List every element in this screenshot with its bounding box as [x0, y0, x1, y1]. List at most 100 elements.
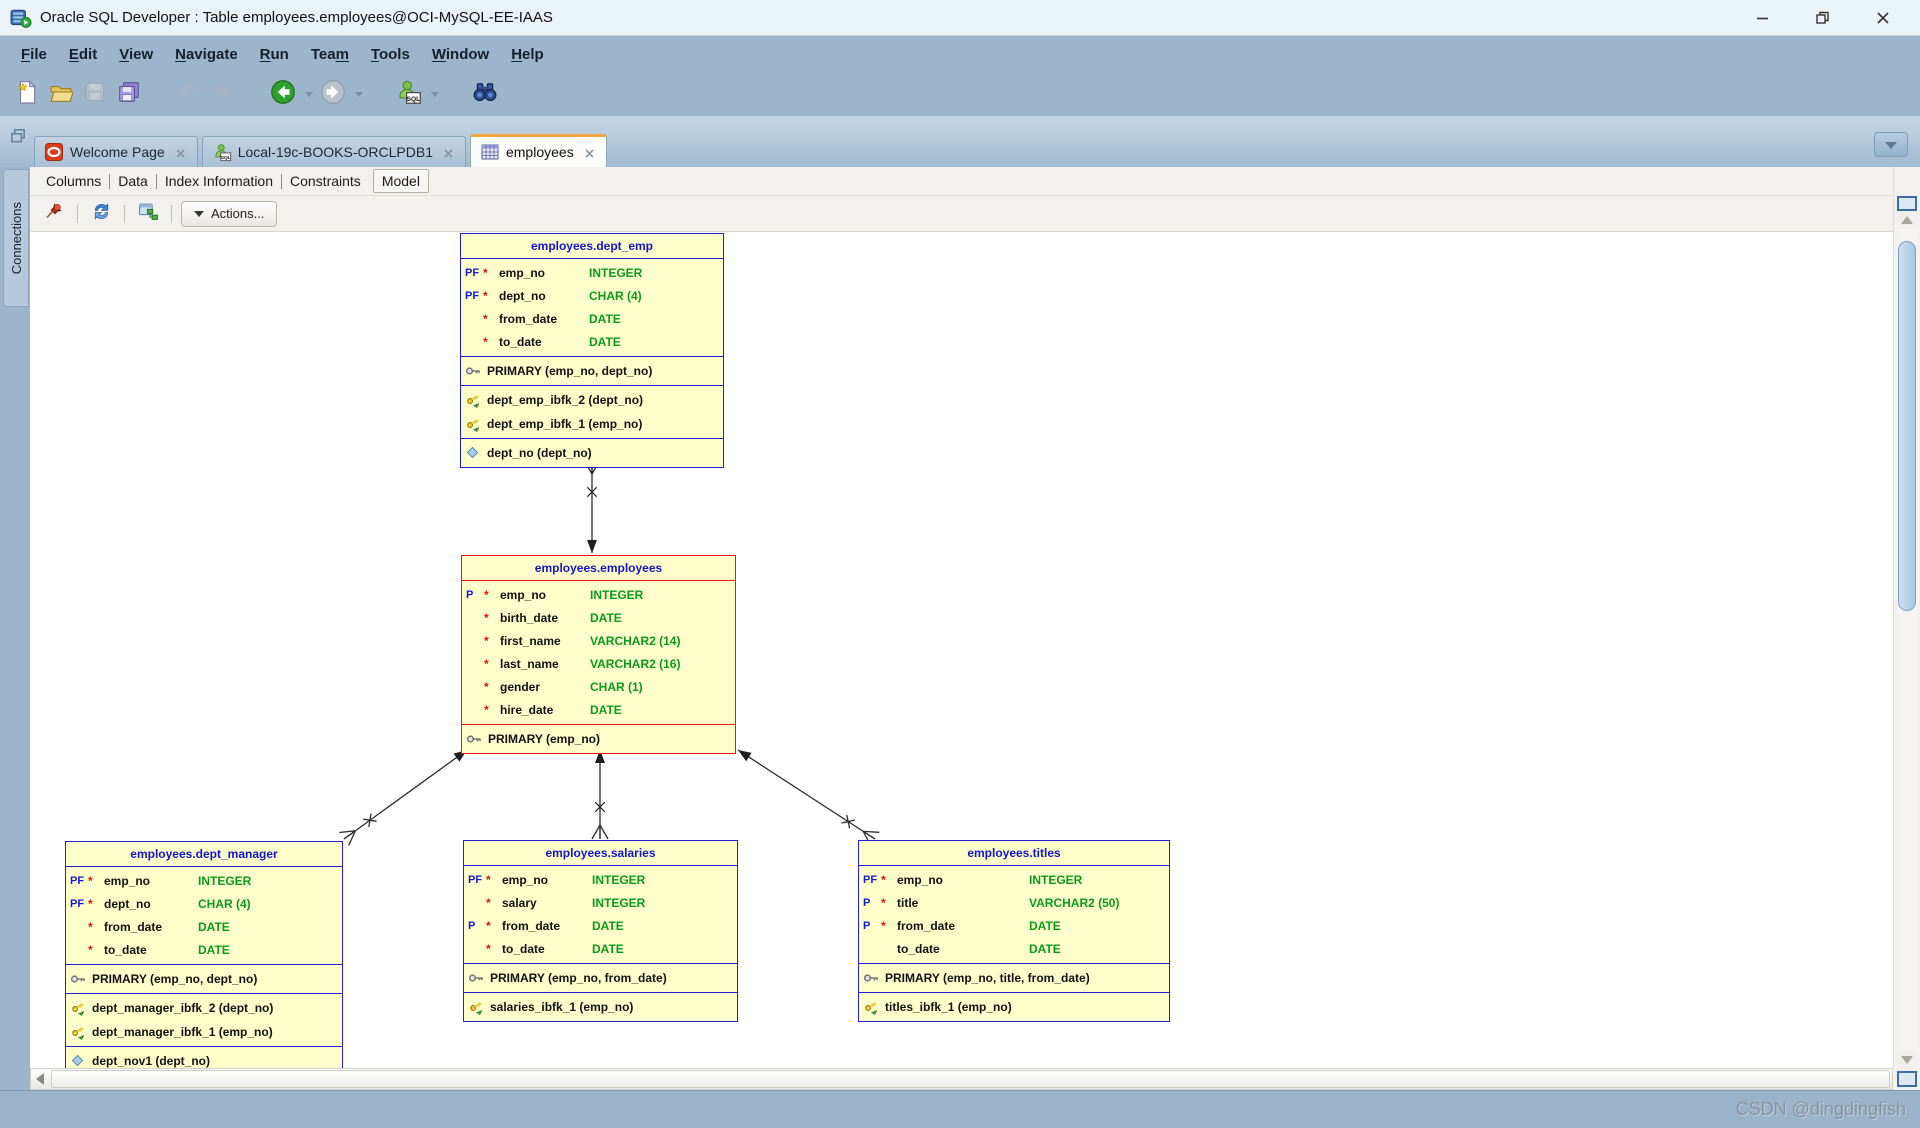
subtab-separator	[109, 173, 111, 189]
tab-close-icon[interactable]	[443, 146, 455, 158]
menu-navigate[interactable]: Navigate	[175, 45, 238, 63]
tab-welcome-page[interactable]: Welcome Page	[34, 136, 198, 167]
primary-key-text: PRIMARY (emp_no, from_date)	[490, 971, 667, 985]
pin-button[interactable]	[40, 201, 68, 227]
primary-key-row: PRIMARY (emp_no)	[466, 727, 731, 751]
column-type: INTEGER	[198, 873, 252, 888]
subtab-data[interactable]: Data	[118, 173, 148, 189]
scroll-up-arrow-icon[interactable]	[1897, 211, 1917, 229]
forward-button[interactable]	[318, 79, 348, 109]
menu-run[interactable]: Run	[259, 45, 289, 63]
docked-panel-strip: Connections	[0, 167, 30, 1068]
column-name: from_date	[104, 919, 163, 934]
toolbar-separator	[124, 204, 125, 223]
entity-title: employees.dept_emp	[461, 234, 723, 259]
window-title: Oracle SQL Developer : Table employees.e…	[40, 9, 553, 26]
foreign-key-row: titles_ibfk_1 (emp_no)	[863, 995, 1165, 1019]
tab-list-dropdown-button[interactable]	[1874, 132, 1908, 157]
column-type: DATE	[198, 942, 230, 957]
close-button[interactable]	[1868, 6, 1898, 30]
column-required-star: *	[88, 896, 93, 911]
minimize-button[interactable]	[1748, 6, 1778, 30]
subtab-index-information[interactable]: Index Information	[164, 173, 273, 189]
column-type: DATE	[590, 610, 622, 625]
column-type: VARCHAR2 (14)	[590, 633, 681, 648]
foreign-key-text: dept_emp_ibfk_1 (emp_no)	[487, 417, 643, 431]
restore-button[interactable]	[1808, 6, 1838, 30]
new-file-icon	[15, 79, 39, 109]
vertical-scroll-thumb[interactable]	[1898, 241, 1916, 611]
menu-file[interactable]: File	[21, 45, 47, 63]
cascade-windows-icon[interactable]	[8, 127, 28, 145]
horizontal-scrollbar[interactable]	[30, 1068, 1893, 1090]
menu-edit[interactable]: Edit	[68, 45, 98, 63]
column-name: last_name	[500, 656, 559, 671]
back-button[interactable]	[268, 79, 298, 109]
db-connection-icon: SQL	[213, 143, 231, 162]
column-required-star: *	[486, 941, 491, 956]
connections-panel-tab[interactable]: Connections	[3, 169, 29, 307]
vertical-scrollbar[interactable]	[1893, 167, 1920, 1068]
forward-button-dropdown[interactable]	[352, 79, 366, 109]
refresh-button[interactable]	[87, 201, 115, 227]
column-key-flags: PF	[465, 289, 480, 302]
index-section: dept_no (dept_no)	[461, 438, 723, 467]
back-icon	[270, 79, 296, 110]
scroll-left-arrow-icon[interactable]	[31, 1069, 49, 1089]
model-diagram-button[interactable]	[134, 201, 162, 227]
column-name: emp_no	[499, 265, 546, 280]
foreign-key-text: salaries_ibfk_1 (emp_no)	[490, 1000, 634, 1014]
open-sql-worksheet-button-dropdown[interactable]	[428, 79, 442, 109]
subtab-columns[interactable]: Columns	[46, 173, 102, 189]
entity-title: employees.salaries	[464, 841, 737, 866]
column-key-flags: P	[863, 896, 871, 909]
scroll-down-arrow-icon[interactable]	[1897, 1050, 1917, 1068]
new-file-button[interactable]	[12, 79, 42, 109]
menu-tools[interactable]: Tools	[370, 45, 410, 63]
primary-key-icon	[466, 731, 482, 747]
subtab-constraints[interactable]: Constraints	[290, 173, 361, 189]
column-name: emp_no	[104, 873, 151, 888]
column-name: to_date	[502, 941, 545, 956]
horizontal-scroll-thumb[interactable]	[51, 1070, 1890, 1088]
subtab-model[interactable]: Model	[372, 169, 429, 193]
model-action-toolbar: Actions...	[30, 196, 1893, 232]
vertical-scroll-track[interactable]	[1897, 229, 1917, 1050]
menu-team[interactable]: Team	[310, 45, 349, 63]
menu-window[interactable]: Window	[431, 45, 490, 63]
find-button[interactable]	[470, 79, 500, 109]
foreign-key-text: dept_manager_ibfk_1 (emp_no)	[92, 1025, 273, 1039]
actions-button[interactable]: Actions...	[181, 200, 278, 227]
subtab-separator	[281, 173, 282, 189]
column-required-star: *	[483, 265, 488, 280]
tab-close-icon[interactable]	[584, 146, 596, 158]
main-toolbar: ↶↷SQL	[0, 72, 1920, 116]
column-name: emp_no	[500, 587, 547, 602]
fk-icon	[70, 1024, 86, 1041]
foreign-key-text: titles_ibfk_1 (emp_no)	[885, 1000, 1012, 1014]
menu-help[interactable]: Help	[511, 45, 544, 63]
save-all-button[interactable]	[114, 79, 144, 109]
svg-text:SQL: SQL	[220, 155, 230, 161]
index-section: dept_nov1 (dept_no)	[66, 1046, 342, 1068]
tab-close-icon[interactable]	[175, 146, 187, 158]
open-sql-worksheet-button[interactable]: SQL	[394, 79, 424, 109]
tab-employees[interactable]: employees	[469, 134, 607, 167]
open-button[interactable]	[46, 79, 76, 109]
back-button-dropdown[interactable]	[302, 79, 316, 109]
column-type: DATE	[592, 941, 624, 956]
menu-view[interactable]: View	[119, 45, 154, 63]
